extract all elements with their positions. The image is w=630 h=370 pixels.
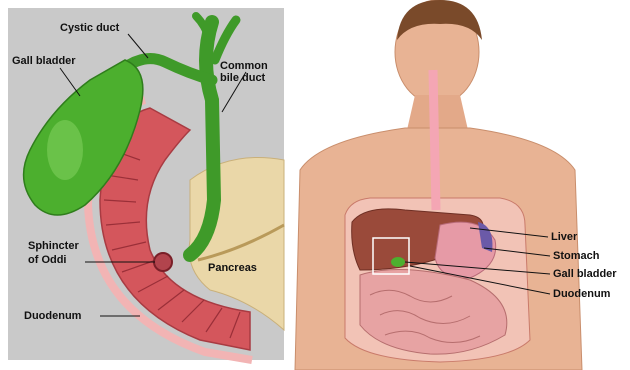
gall-bladder-highlight [47,120,83,180]
label-liver: Liver [551,231,577,243]
label-cystic-duct: Cystic duct [60,22,119,34]
label-pancreas: Pancreas [208,262,257,274]
label-sphincter-line1: Sphincter [28,240,79,252]
label-duodenum-right: Duodenum [553,288,610,300]
label-gall-bladder-right: Gall bladder [553,268,617,280]
label-common-bile-duct-line1: Common [220,60,268,72]
torso-illustration [295,0,582,370]
label-common-bile-duct-line2: bile duct [220,72,265,84]
gall-bladder-marker [391,257,405,267]
label-gall-bladder-left: Gall bladder [12,55,76,67]
sphincter-of-oddi [154,253,172,271]
label-sphincter-line2: of Oddi [28,254,67,266]
esophagus [433,70,436,210]
label-duodenum-left: Duodenum [24,310,81,322]
label-stomach: Stomach [553,250,599,262]
